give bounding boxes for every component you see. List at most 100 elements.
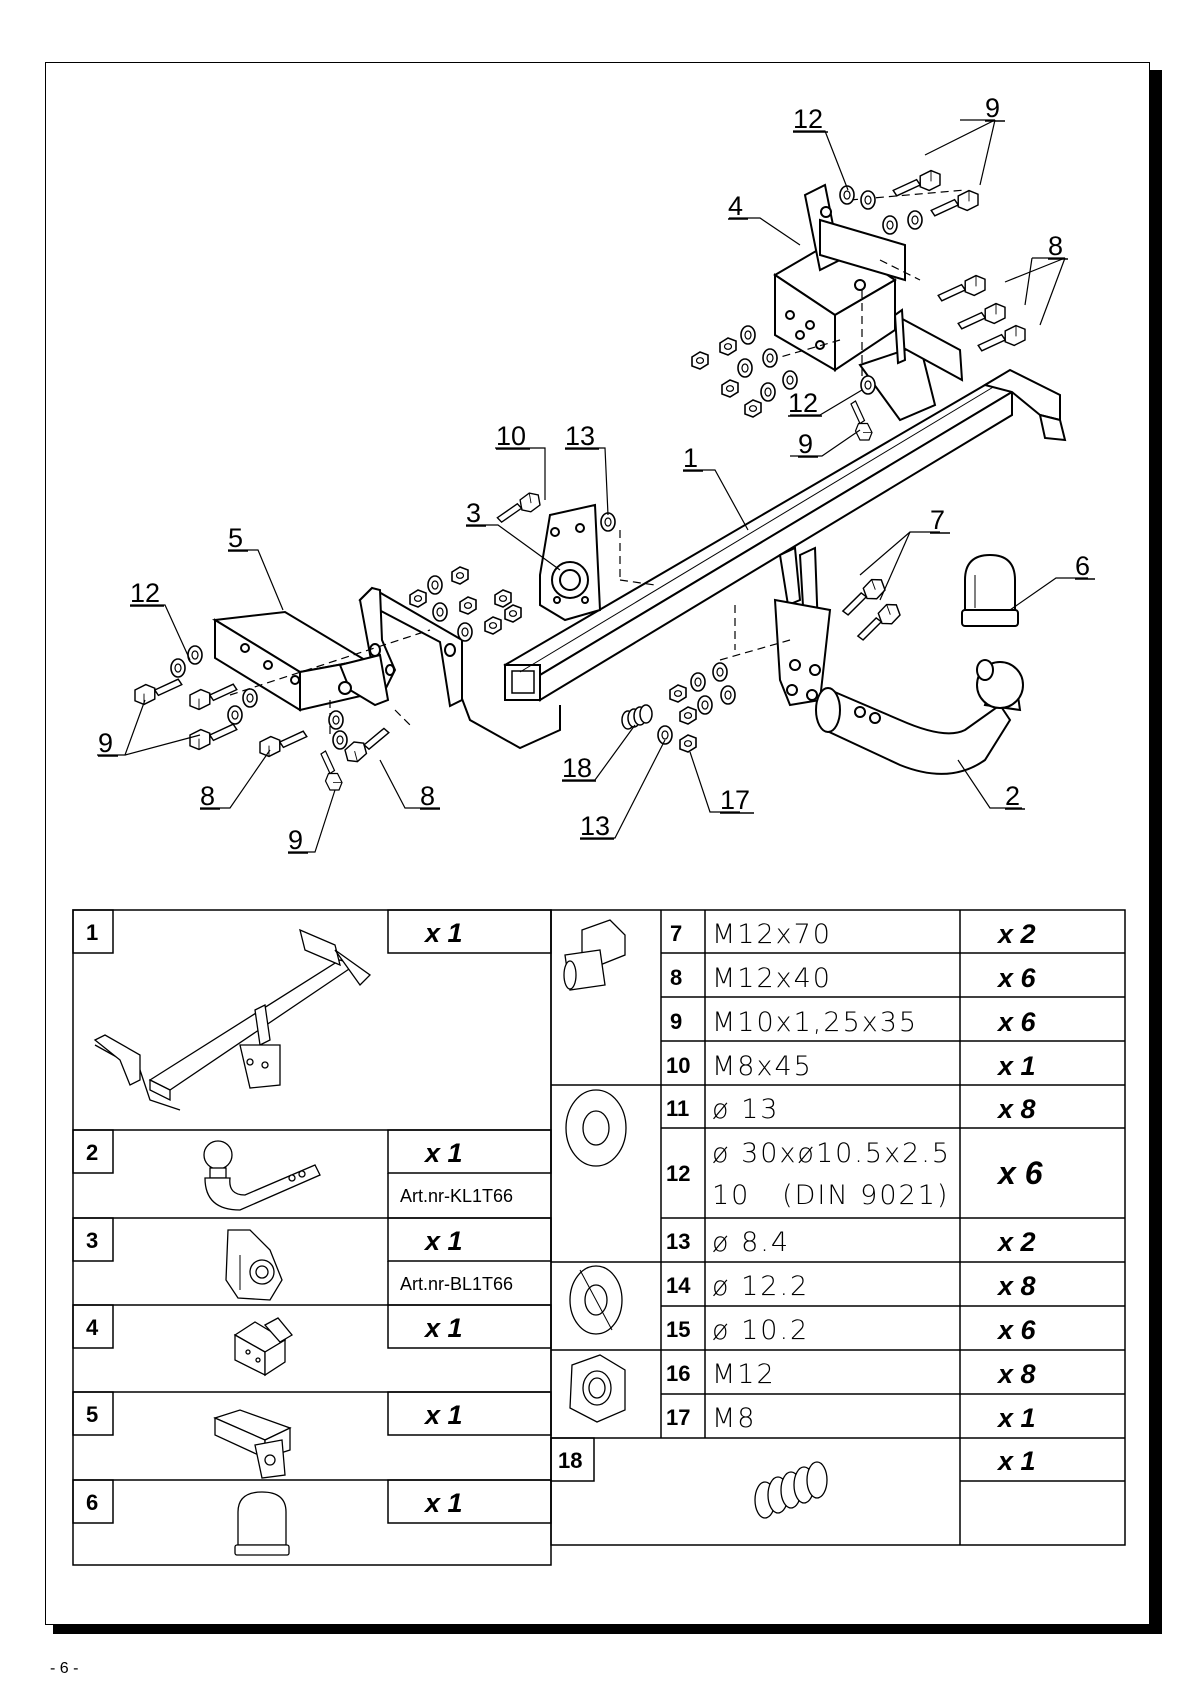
callout-6: 6 xyxy=(1075,551,1090,581)
part-10-qty: x 1 xyxy=(996,1051,1036,1081)
bracket-part-4 xyxy=(773,183,906,372)
part-7-number: 7 xyxy=(670,921,682,946)
part-11-number: 11 xyxy=(666,1096,689,1121)
thumb-towball-icon xyxy=(203,1140,321,1211)
part-9-number: 9 xyxy=(670,1009,682,1034)
part-10-number: 10 xyxy=(666,1053,690,1078)
callout-9-left: 9 xyxy=(98,728,113,758)
part-17-qty: x 1 xyxy=(996,1403,1036,1433)
part-17-number: 17 xyxy=(666,1405,690,1430)
callout-8-left: 8 xyxy=(200,781,215,811)
callout-18: 18 xyxy=(562,753,592,783)
table-thumbnails xyxy=(93,919,828,1556)
right-table-text: 7 M12x70 x 2 8 M12x40 x 6 9 M10x1,25x35 … xyxy=(558,919,1043,1476)
part-11-spec: ø 13 xyxy=(712,1094,779,1125)
ball-cover-part-6 xyxy=(961,553,1019,627)
thumb-bracket-4-icon xyxy=(233,1317,293,1377)
frame-shadow-bottom xyxy=(53,1625,1162,1634)
part-8-qty: x 6 xyxy=(996,963,1037,993)
part-4-qty: x 1 xyxy=(423,1313,463,1343)
callout-9-bottom: 9 xyxy=(288,825,303,855)
thumb-bolt-icon xyxy=(563,919,626,991)
callout-12-top: 12 xyxy=(793,104,823,134)
part-3-number: 3 xyxy=(86,1228,98,1253)
part-1-qty: x 1 xyxy=(423,918,463,948)
callout-12-mid: 12 xyxy=(788,388,818,418)
parts-table xyxy=(72,909,1126,1566)
callout-8-center: 8 xyxy=(420,781,435,811)
callout-9-mid: 9 xyxy=(798,429,813,459)
part-12-spec-line2: 10 (DIN 9021) xyxy=(712,1180,949,1211)
part-2-art-number: Art.nr-KL1T66 xyxy=(400,1186,513,1206)
part-16-spec: M12 xyxy=(712,1359,776,1390)
part-12-number: 12 xyxy=(666,1161,690,1186)
centerlines xyxy=(229,189,966,735)
callout-1: 1 xyxy=(683,443,698,473)
thumb-ball-cover-icon xyxy=(234,1491,290,1556)
part-17-spec: M8 xyxy=(712,1403,756,1434)
left-table-text: 1 x 1 2 x 1 Art.nr-KL1T66 3 x 1 Art.nr-B… xyxy=(86,918,513,1518)
part-15-qty: x 6 xyxy=(996,1315,1037,1345)
part-16-number: 16 xyxy=(666,1361,690,1386)
callout-12-left: 12 xyxy=(130,578,160,608)
bracket-part-5 xyxy=(211,610,390,712)
thumb-washer-icon xyxy=(565,1089,627,1167)
callout-10: 10 xyxy=(496,421,526,451)
part-14-qty: x 8 xyxy=(996,1271,1036,1301)
thumb-nut-icon xyxy=(569,1354,626,1423)
part-13-number: 13 xyxy=(666,1229,690,1254)
part-7-spec: M12x70 xyxy=(712,919,832,950)
part-18-number: 18 xyxy=(558,1448,582,1473)
part-7-qty: x 2 xyxy=(996,919,1036,949)
part-5-qty: x 1 xyxy=(423,1400,463,1430)
part-1-number: 1 xyxy=(86,920,98,945)
page-number: - 6 - xyxy=(50,1660,79,1677)
part-12-spec: ø 30xø10.5x2.5 xyxy=(712,1138,951,1169)
part-4-number: 4 xyxy=(86,1315,99,1340)
part-3-qty: x 1 xyxy=(423,1226,463,1256)
callout-4: 4 xyxy=(728,191,743,221)
part-16-qty: x 8 xyxy=(996,1359,1036,1389)
part-13-spec: ø 8.4 xyxy=(712,1227,790,1258)
callout-labels: 12 9 4 8 12 9 10 13 1 3 5 12 7 6 9 8 8 9 xyxy=(98,93,1095,855)
part-9-qty: x 6 xyxy=(996,1007,1037,1037)
thumb-spring-icon xyxy=(754,1461,828,1519)
part-8-spec: M12x40 xyxy=(712,963,832,994)
callout-8-top: 8 xyxy=(1048,231,1063,261)
part-3-art-number: Art.nr-BL1T66 xyxy=(400,1274,513,1294)
frame-shadow-right xyxy=(1150,70,1162,1633)
fasteners xyxy=(134,169,1026,791)
part-14-number: 14 xyxy=(666,1273,691,1298)
part-18-qty: x 1 xyxy=(996,1446,1036,1476)
crossbar-part-1 xyxy=(358,308,1067,750)
leader-lines xyxy=(97,119,1088,853)
callout-3: 3 xyxy=(466,498,481,528)
callout-17: 17 xyxy=(720,785,750,815)
part-11-qty: x 8 xyxy=(996,1094,1036,1124)
part-10-spec: M8x45 xyxy=(712,1051,813,1082)
thumb-crossbar-icon xyxy=(93,928,372,1111)
part-9-spec: M10x1,25x35 xyxy=(712,1007,918,1038)
part-6-number: 6 xyxy=(86,1490,98,1515)
part-13-qty: x 2 xyxy=(996,1227,1036,1257)
part-2-number: 2 xyxy=(86,1140,98,1165)
part-12-qty: x 6 xyxy=(996,1155,1043,1191)
callout-9-top: 9 xyxy=(985,93,1000,123)
callout-2: 2 xyxy=(1005,781,1020,811)
callout-5: 5 xyxy=(228,523,243,553)
part-2-qty: x 1 xyxy=(423,1138,463,1168)
part-8-number: 8 xyxy=(670,965,682,990)
part-5-number: 5 xyxy=(86,1402,98,1427)
callout-13-top: 13 xyxy=(565,421,595,451)
part-14-spec: ø 12.2 xyxy=(712,1271,809,1302)
callout-13-bottom: 13 xyxy=(580,811,610,841)
callout-7: 7 xyxy=(930,505,945,535)
socket-plate-part-3 xyxy=(539,503,602,622)
thumb-spring-washer-icon xyxy=(569,1265,623,1335)
part-15-spec: ø 10.2 xyxy=(712,1315,809,1346)
thumb-socket-plate-icon xyxy=(225,1229,283,1301)
part-6-qty: x 1 xyxy=(423,1488,463,1518)
part-15-number: 15 xyxy=(666,1317,690,1342)
towball-part-2 xyxy=(815,659,1024,775)
